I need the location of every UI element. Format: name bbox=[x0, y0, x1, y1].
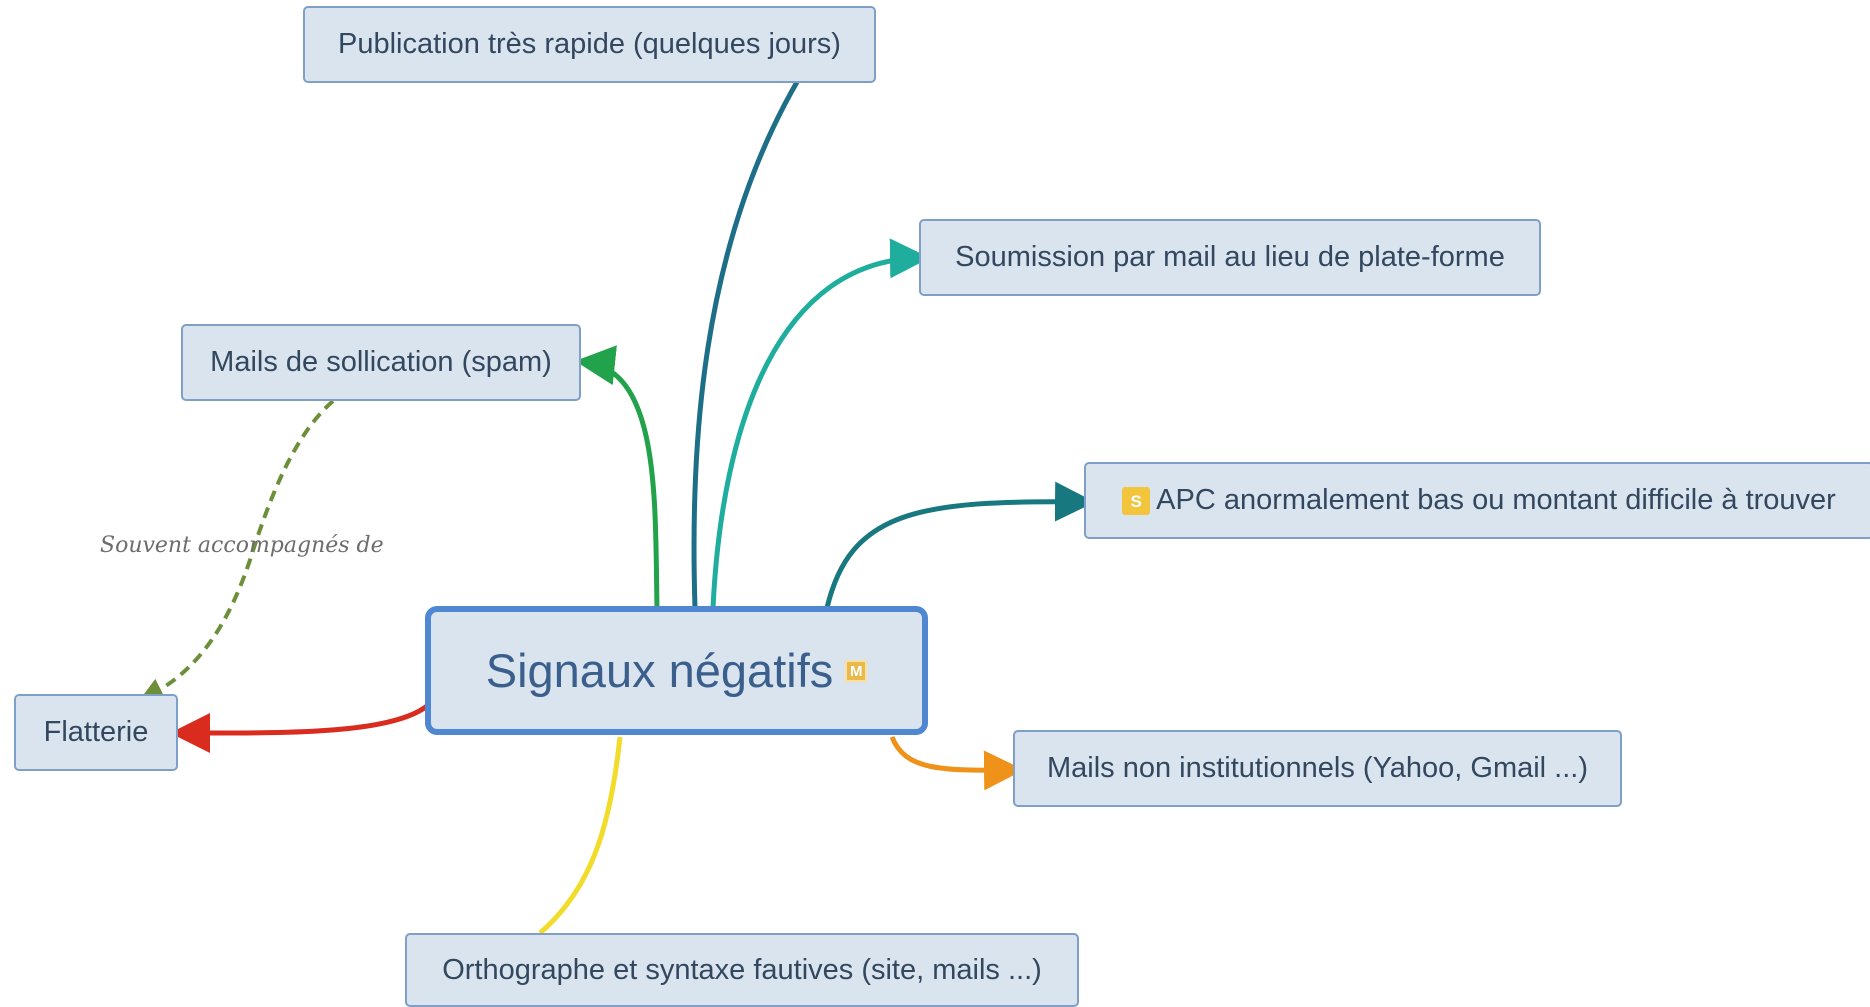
topic-publication[interactable]: Publication très rapide (quelques jours) bbox=[303, 6, 876, 83]
central-topic[interactable]: Signaux négatifs M bbox=[425, 606, 928, 735]
link-publication bbox=[691, 80, 800, 609]
link-mails-non-inst bbox=[889, 736, 1024, 791]
marker-s-icon: S bbox=[1122, 486, 1151, 515]
topic-label: Mails non institutionnels (Yahoo, Gmail … bbox=[1046, 752, 1589, 784]
link-flatterie bbox=[170, 703, 429, 754]
topic-apc[interactable]: S APC anormalement bas ou montant diffic… bbox=[1084, 462, 1870, 539]
topic-label: APC anormalement bas ou montant difficil… bbox=[1156, 484, 1836, 516]
topic-mails-sollicitation[interactable]: Mails de sollication (spam) bbox=[181, 324, 581, 401]
central-topic-label: Signaux négatifs bbox=[485, 644, 834, 697]
link-apc bbox=[824, 481, 1095, 609]
marker-icon: M bbox=[845, 659, 868, 682]
topic-label: Publication très rapide (quelques jours) bbox=[338, 28, 841, 60]
relationship-label: Souvent accompagnés de bbox=[100, 533, 384, 558]
link-soumission bbox=[710, 238, 930, 609]
topic-mails-non-institutionnels[interactable]: Mails non institutionnels (Yahoo, Gmail … bbox=[1013, 730, 1622, 807]
topic-label: Orthographe et syntaxe fautives (site, m… bbox=[442, 953, 1042, 986]
link-mails-sollicitation bbox=[575, 345, 660, 609]
topic-orthographe[interactable]: Orthographe et syntaxe fautives (site, m… bbox=[405, 933, 1079, 1007]
topic-label: Soumission par mail au lieu de plate-for… bbox=[955, 241, 1505, 273]
topic-flatterie[interactable]: Flatterie bbox=[14, 694, 178, 771]
topic-label: Flatterie bbox=[43, 716, 149, 748]
topic-soumission[interactable]: Soumission par mail au lieu de plate-for… bbox=[919, 219, 1541, 296]
relationship-line bbox=[139, 399, 335, 701]
topic-label: Mails de sollication (spam) bbox=[210, 346, 552, 378]
link-orthographe bbox=[538, 736, 623, 935]
